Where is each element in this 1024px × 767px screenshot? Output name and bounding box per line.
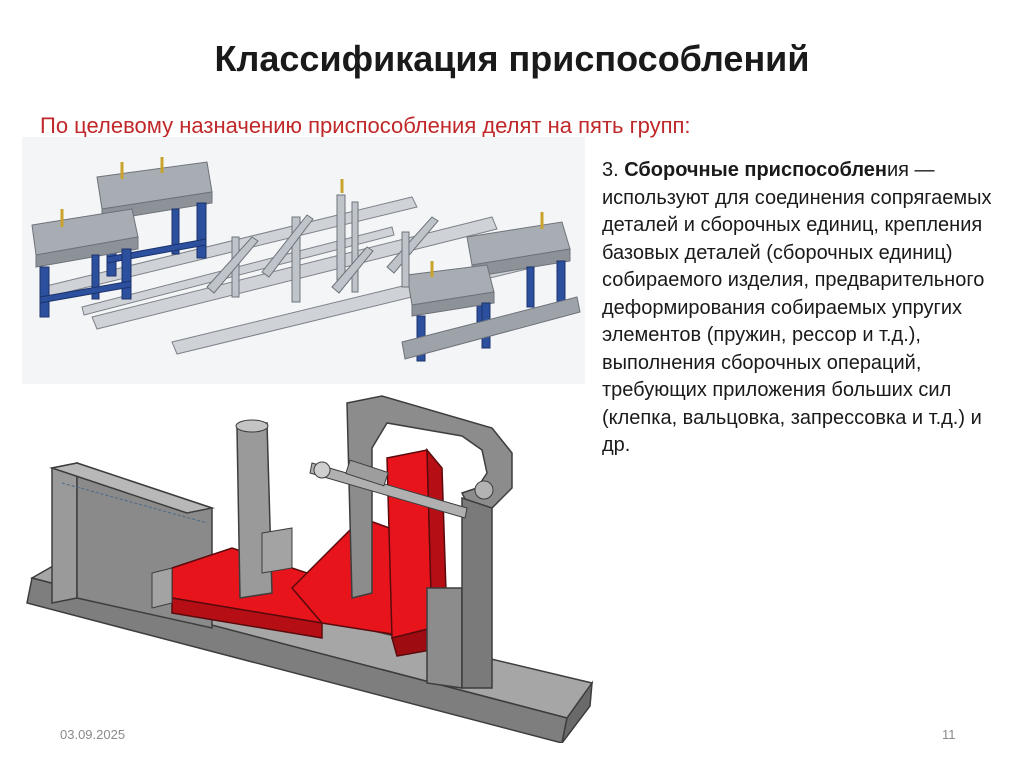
slide-title: Классификация приспособлений (214, 38, 810, 79)
group-description: 3. Сборочные приспособления — используют… (602, 157, 1002, 460)
item-description: используют для соединения сопрягаемых де… (602, 186, 992, 457)
welding-tables-image (22, 137, 585, 384)
assembly-fixture-image (22, 388, 594, 743)
footer-date: 03.09.2025 (60, 727, 126, 742)
item-term-rest: ия — (886, 159, 935, 181)
item-number: 3. (602, 159, 625, 181)
footer-page-number: 11 (942, 727, 956, 742)
item-term-bold: Сборочные приспособлен (624, 159, 887, 181)
slide-subtitle: По целевому назначению приспособления де… (40, 113, 691, 138)
